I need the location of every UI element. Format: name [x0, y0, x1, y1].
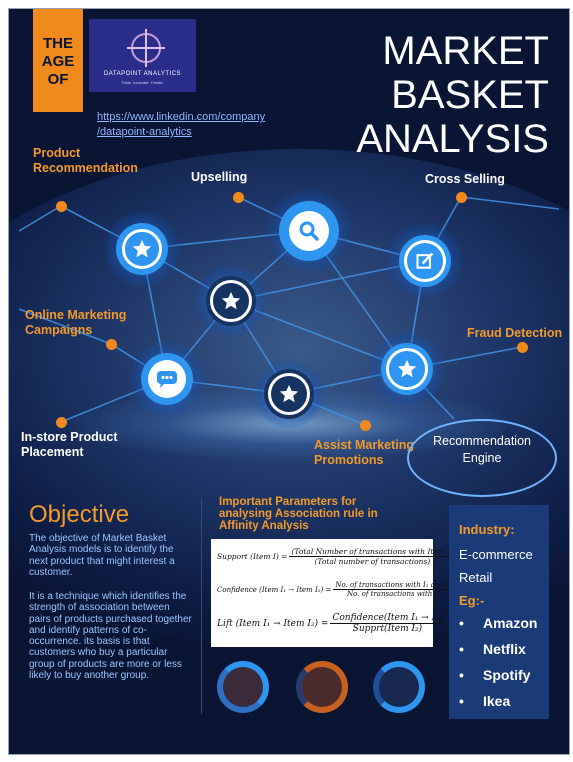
star-icon	[210, 280, 252, 322]
logo-name: DATAPOINT ANALYTICS	[103, 71, 182, 77]
label-instore-placement: In-store Product Placement	[21, 430, 118, 459]
node-center	[195, 265, 267, 337]
star-icon	[268, 373, 310, 415]
compass-star-icon	[127, 29, 165, 67]
datapoint-logo: DATAPOINT ANALYTICS Think. Innovate. Cre…	[89, 19, 196, 92]
label-assist-marketing: Assist Marketing Promotions	[314, 438, 415, 467]
page-title: MARKET BASKET ANALYSIS	[219, 29, 549, 161]
node-assist-marketing	[254, 359, 324, 429]
endpoint-dot	[517, 342, 528, 353]
node-upselling	[267, 189, 351, 273]
label-upselling: Upselling	[191, 170, 248, 184]
decorative-donut	[296, 661, 348, 713]
parameters-heading: Important Parameters for analysing Assoc…	[219, 496, 378, 532]
label-fraud-detection: Fraud Detection	[467, 326, 563, 340]
endpoint-dot	[456, 192, 467, 203]
endpoint-dot	[106, 339, 117, 350]
industry-panel: Industry: E-commerce Retail Eg:- •Amazon…	[449, 505, 549, 719]
title-line-2: ANALYSIS	[356, 117, 549, 161]
objective-paragraph-2: It is a technique which identifies the s…	[29, 591, 192, 682]
endpoint-dot	[56, 417, 67, 428]
label-cross-selling: Cross Selling	[425, 172, 505, 186]
search-icon	[289, 211, 329, 251]
label-recommendation-engine: Recommendation Engine	[433, 434, 531, 465]
age-line-2: AGE	[41, 53, 75, 70]
list-item: •Spotify	[459, 667, 531, 683]
title-line-1: MARKET BASKET	[382, 29, 549, 117]
recommendation-engine-ellipse	[407, 419, 557, 497]
objective-paragraph-1: The objective of Market Basket Analysis …	[29, 533, 175, 578]
logo-tagline: Think. Innovate. Create.	[121, 80, 164, 85]
age-line-3: OF	[47, 71, 69, 88]
formula-panel: Support (Item I) = (Total Number of tran…	[211, 539, 456, 647]
edge	[460, 196, 560, 210]
label-product-recommendation: Product Recommendation	[33, 146, 138, 175]
list-item: •Netflix	[459, 641, 526, 657]
objective-heading: Objective	[29, 501, 130, 528]
lift-formula: Lift (Item I₁ → Item I₂) = Confidence(It…	[217, 613, 445, 634]
decorative-donut	[217, 661, 269, 713]
section-divider	[201, 499, 202, 714]
node-online-marketing	[129, 341, 205, 417]
industry-ecommerce: E-commerce	[459, 547, 533, 562]
star-icon	[386, 348, 428, 390]
infographic-poster: THE AGE OF DATAPOINT ANALYTICS Think. In…	[8, 8, 570, 755]
node-cross-selling	[387, 223, 463, 299]
link-line-2: /datapoint-analytics	[97, 126, 192, 138]
examples-heading: Eg:-	[459, 593, 485, 608]
edge	[18, 205, 62, 232]
node-fraud-detection	[369, 331, 445, 407]
age-of-badge: THE AGE OF	[33, 9, 83, 112]
star-icon	[122, 229, 162, 269]
endpoint-dot	[360, 420, 371, 431]
age-line-1: THE	[43, 35, 73, 52]
label-online-marketing: Online Marketing Campaigns	[25, 308, 127, 337]
support-formula: Support (Item I) = (Total Number of tran…	[217, 547, 456, 566]
decorative-donut	[373, 661, 425, 713]
chat-icon	[148, 360, 186, 398]
list-item: •Amazon	[459, 615, 538, 631]
edit-icon	[404, 240, 446, 282]
node-product-recommendation	[104, 211, 180, 287]
endpoint-dot	[233, 192, 244, 203]
linkedin-link[interactable]: https://www.linkedin.com/company /datapo…	[97, 110, 267, 140]
confidence-formula: Confidence (Item I₁ → Item I₂) = No. of …	[217, 581, 454, 598]
link-line-1: https://www.linkedin.com/company	[97, 111, 266, 123]
industry-heading: Industry:	[459, 522, 515, 537]
endpoint-dot	[56, 201, 67, 212]
edge	[18, 308, 112, 345]
list-item: •Ikea	[459, 693, 511, 709]
industry-retail: Retail	[459, 570, 493, 585]
